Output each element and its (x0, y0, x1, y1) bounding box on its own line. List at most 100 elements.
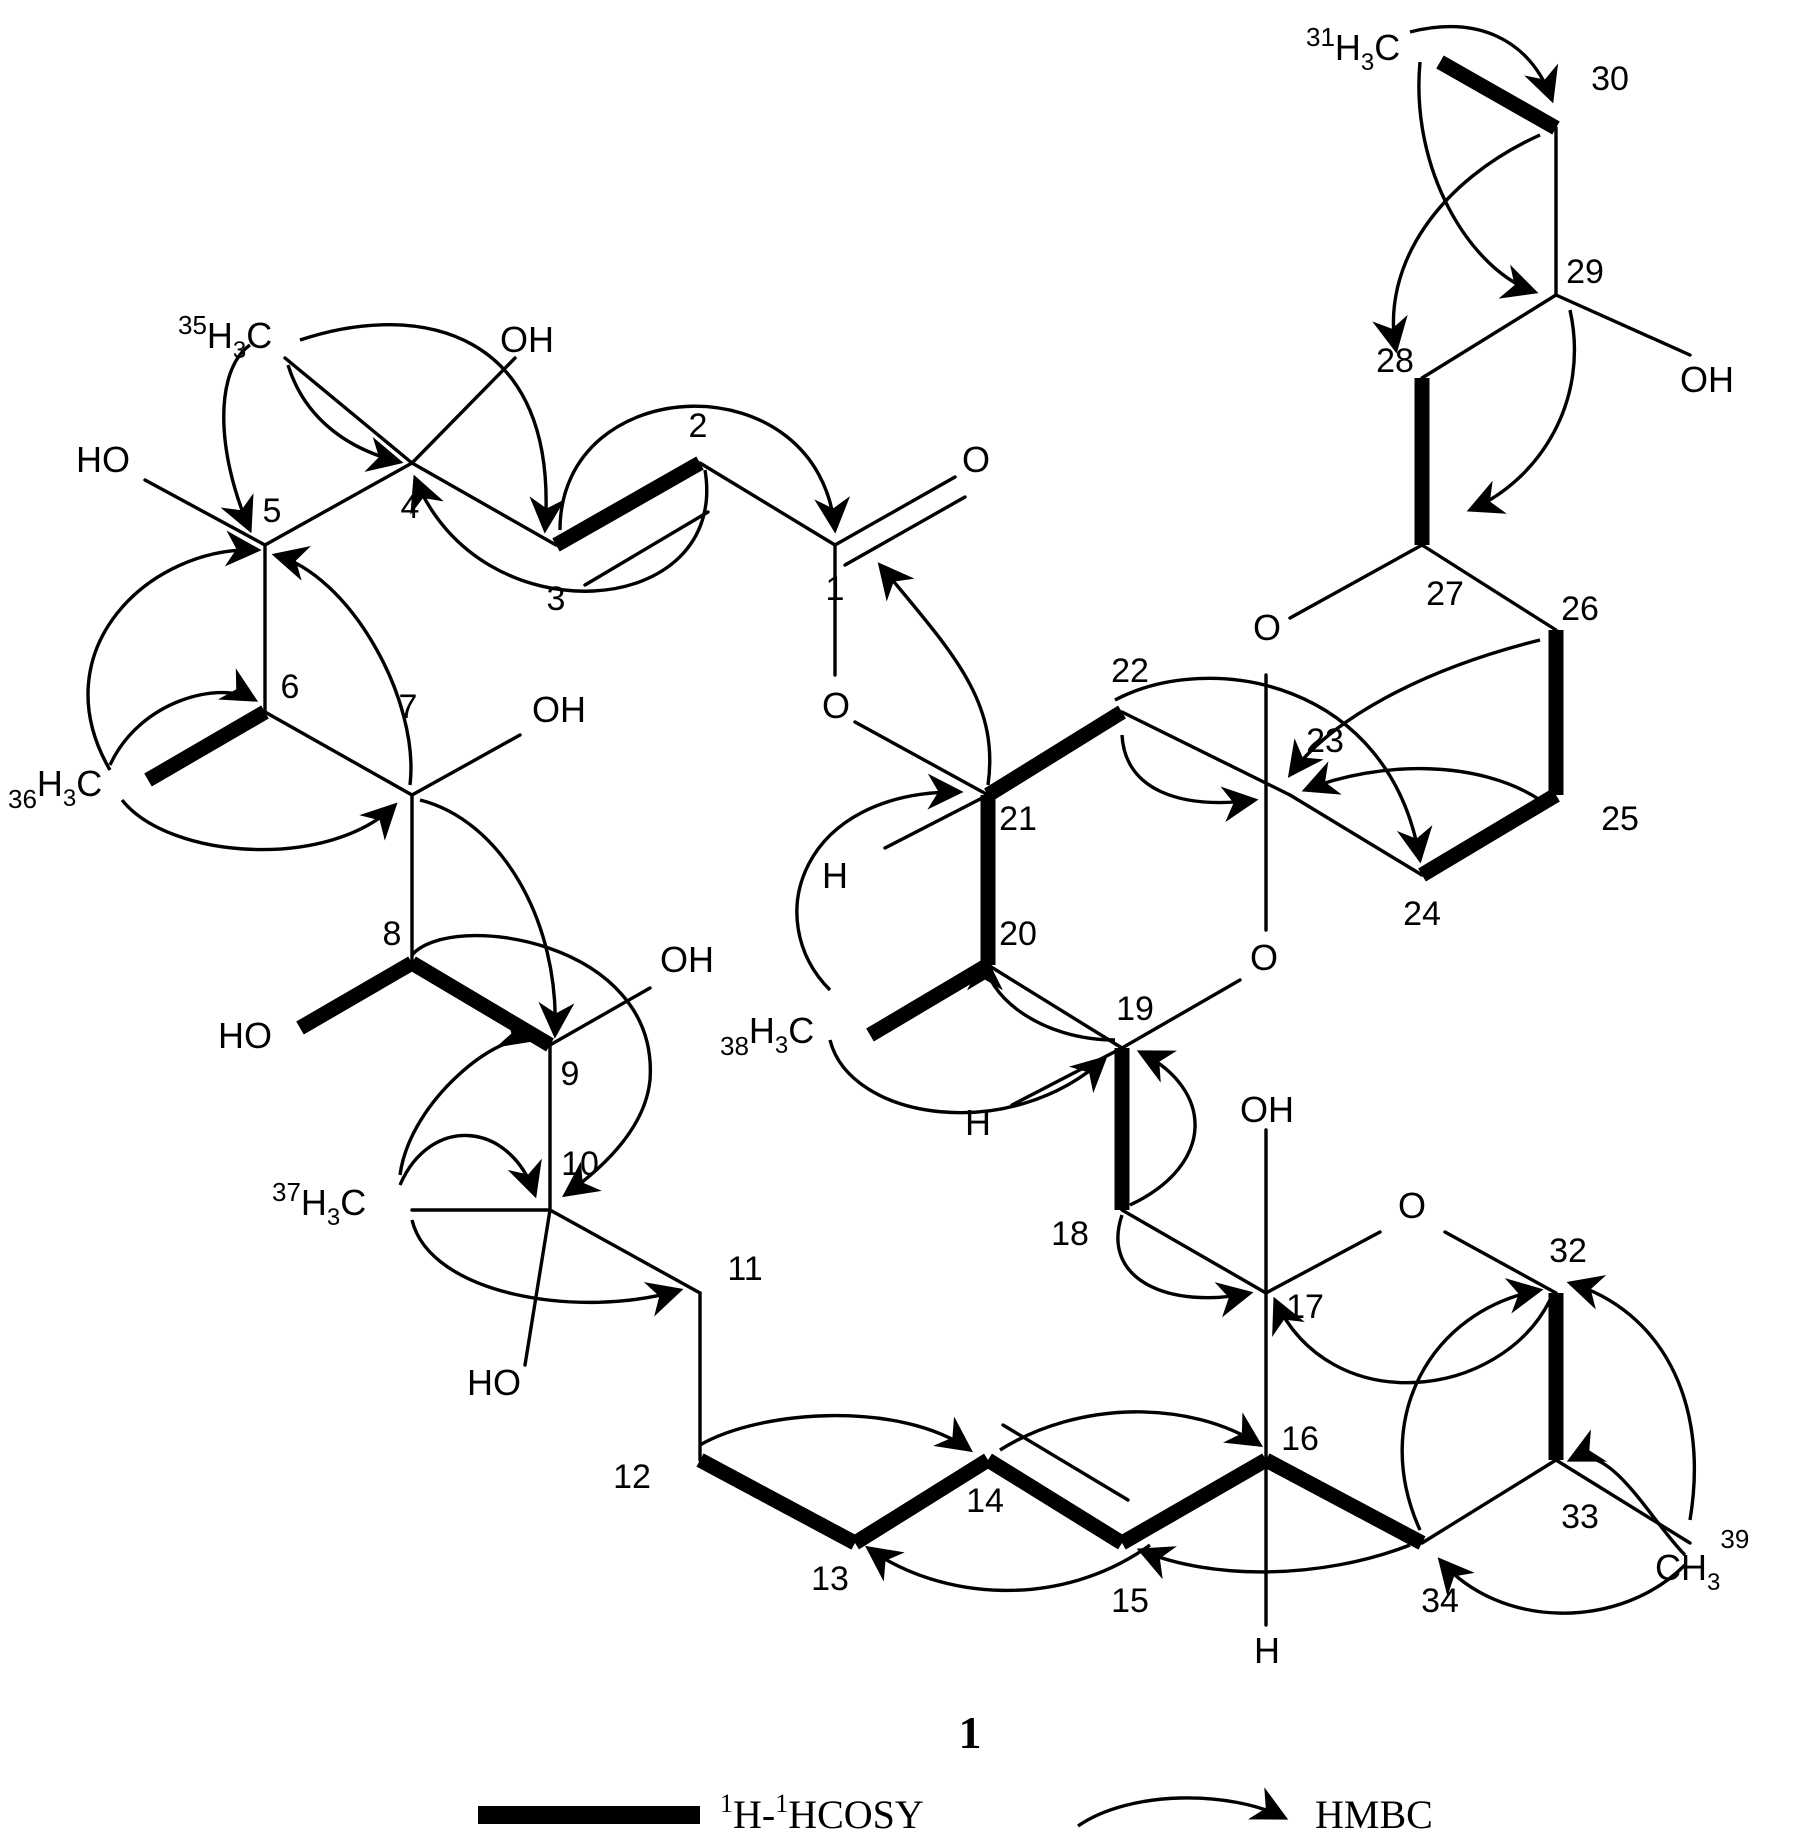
carbon-number-30: 30 (1591, 60, 1629, 98)
hydroxyl-label-10: HO (467, 1362, 521, 1403)
hmbc-arrow (1120, 734, 1259, 823)
hmbc-arrow (1466, 309, 1577, 514)
carbon-number-22: 22 (1111, 652, 1149, 690)
bond-21-h (883, 793, 990, 850)
carbon-number-17: 17 (1286, 1288, 1324, 1326)
bond-9-oh (548, 986, 652, 1047)
carbon-number-4: 4 (401, 488, 420, 526)
cosy-bond-21-22 (984, 705, 1126, 802)
hmbc-arrow (1136, 1543, 1411, 1580)
bond-10-ho (523, 1208, 552, 1367)
bond-4-5 (263, 461, 414, 547)
legend-hmbc-label: HMBC (1315, 1792, 1433, 1833)
hmbc-arrow (419, 798, 575, 1039)
bond-17-o (1264, 1230, 1382, 1295)
hydrogen-label-21: H (822, 855, 848, 896)
hmbc-arrow (398, 1133, 542, 1199)
hmbc-arrow (299, 323, 566, 534)
bond-24-23 (1288, 793, 1424, 877)
hydroxyl-label-7: OH (532, 689, 586, 730)
hmbc-arrow (286, 364, 404, 472)
methyl-label-35: 35H3C (178, 310, 272, 364)
cosy-bond-25-24 (1418, 788, 1560, 882)
bond-27-26 (1420, 543, 1558, 632)
methyl-label-31: 31H3C (1306, 22, 1400, 76)
bond-4-3 (410, 461, 558, 547)
carbonyl-oxygen-label: O (962, 439, 990, 480)
bond-10-11 (548, 1208, 702, 1295)
carbon-number-27: 27 (1426, 575, 1464, 613)
bond-19-h (1010, 1046, 1124, 1107)
bond-5-ho (143, 478, 267, 547)
hmbc-arrow (999, 1410, 1264, 1452)
cosy-bond-13-14 (851, 1453, 992, 1550)
legend: 1H-1HCOSY HMBC (478, 1787, 1433, 1833)
carbon-number-29: 29 (1566, 253, 1604, 291)
cosy-bond-20-38 (866, 958, 992, 1042)
hmbc-arrow (86, 530, 262, 771)
skeleton-bonds (143, 55, 1692, 1627)
cosy-bond-15-16 (1118, 1453, 1270, 1550)
hmbc-arrow (1129, 1050, 1197, 1207)
carbon-number-18: 18 (1051, 1215, 1089, 1253)
hmbc-arrow (828, 1039, 1108, 1115)
hmbc-arrow (865, 1543, 1151, 1593)
hmbc-arrow (1437, 1557, 1687, 1615)
hydroxyl-label-17: OH (1240, 1089, 1294, 1130)
carbon-number-12: 12 (613, 1458, 651, 1496)
hydrogen-label-16: H (1254, 1630, 1280, 1671)
hmbc-arrow (967, 954, 1116, 1042)
carbon-numbers: 1 2 3 4 5 6 7 8 9 10 11 12 13 14 15 16 1… (263, 60, 1639, 1620)
hmbc-arrow (795, 773, 964, 992)
carbon-number-23: 23 (1306, 722, 1344, 760)
carbon-number-8: 8 (383, 915, 402, 953)
carbon-number-26: 26 (1561, 590, 1599, 628)
carbon-number-24: 24 (1403, 895, 1441, 933)
compound-label: 1 (959, 1707, 982, 1758)
hmbc-arrow (1409, 24, 1559, 104)
methyl-label-37: 37H3C (272, 1177, 366, 1231)
carbon-number-15: 15 (1111, 1582, 1149, 1620)
carbon-number-13: 13 (811, 1560, 849, 1598)
hmbc-arrow (1116, 1214, 1254, 1318)
methyl-label-36: 36H3C (8, 763, 102, 814)
carbon-number-1: 1 (826, 570, 845, 608)
bond-2-1 (698, 461, 837, 547)
carbon-number-16: 16 (1281, 1420, 1319, 1458)
hmbc-arrow (410, 1219, 684, 1317)
bond-22-23 (1120, 710, 1292, 797)
hmbc-arrow (558, 404, 851, 534)
hmbc-arrow (1301, 761, 1541, 802)
hmbc-arrow (108, 668, 259, 766)
ester-oxygen-label: O (822, 685, 850, 726)
hmbc-arrow (1400, 1278, 1544, 1531)
hydroxyl-label-29: OH (1680, 359, 1734, 400)
hmbc-arrow (1272, 1296, 1552, 1385)
carbon-number-11: 11 (727, 1250, 762, 1288)
carbon-number-25: 25 (1601, 800, 1639, 838)
bond-33-34 (1420, 1458, 1558, 1545)
methyl-label-39: CH339 (1655, 1524, 1749, 1596)
hmbc-arrow (220, 343, 254, 534)
cosy-bond-16-34 (1262, 1453, 1426, 1550)
hmbc-arrow (398, 1013, 536, 1176)
bond-19-o (1120, 978, 1242, 1050)
bond-20-19 (986, 963, 1124, 1050)
carbon-number-14: 14 (966, 1482, 1004, 1520)
cosy-bond-14-15 (984, 1453, 1126, 1550)
hmbc-arrow (1566, 1275, 1697, 1521)
bond-6-7 (263, 710, 414, 797)
hmbc-arrow (410, 933, 652, 1198)
bond-27-o (1288, 543, 1424, 620)
ring-oxygen-label-27: O (1253, 607, 1281, 648)
bond-21-o-ester (853, 720, 990, 797)
bond-33-39 (1554, 1458, 1692, 1545)
carbon-number-5: 5 (263, 492, 282, 530)
bond-18-17 (1120, 1208, 1268, 1295)
bond-o-32 (1443, 1230, 1558, 1295)
hmbc-arrow (1566, 1429, 1687, 1557)
ring-oxygen-label-17: O (1398, 1185, 1426, 1226)
cosy-bond-31-30 (1436, 55, 1560, 135)
hydrogen-label-19: H (965, 1102, 991, 1143)
